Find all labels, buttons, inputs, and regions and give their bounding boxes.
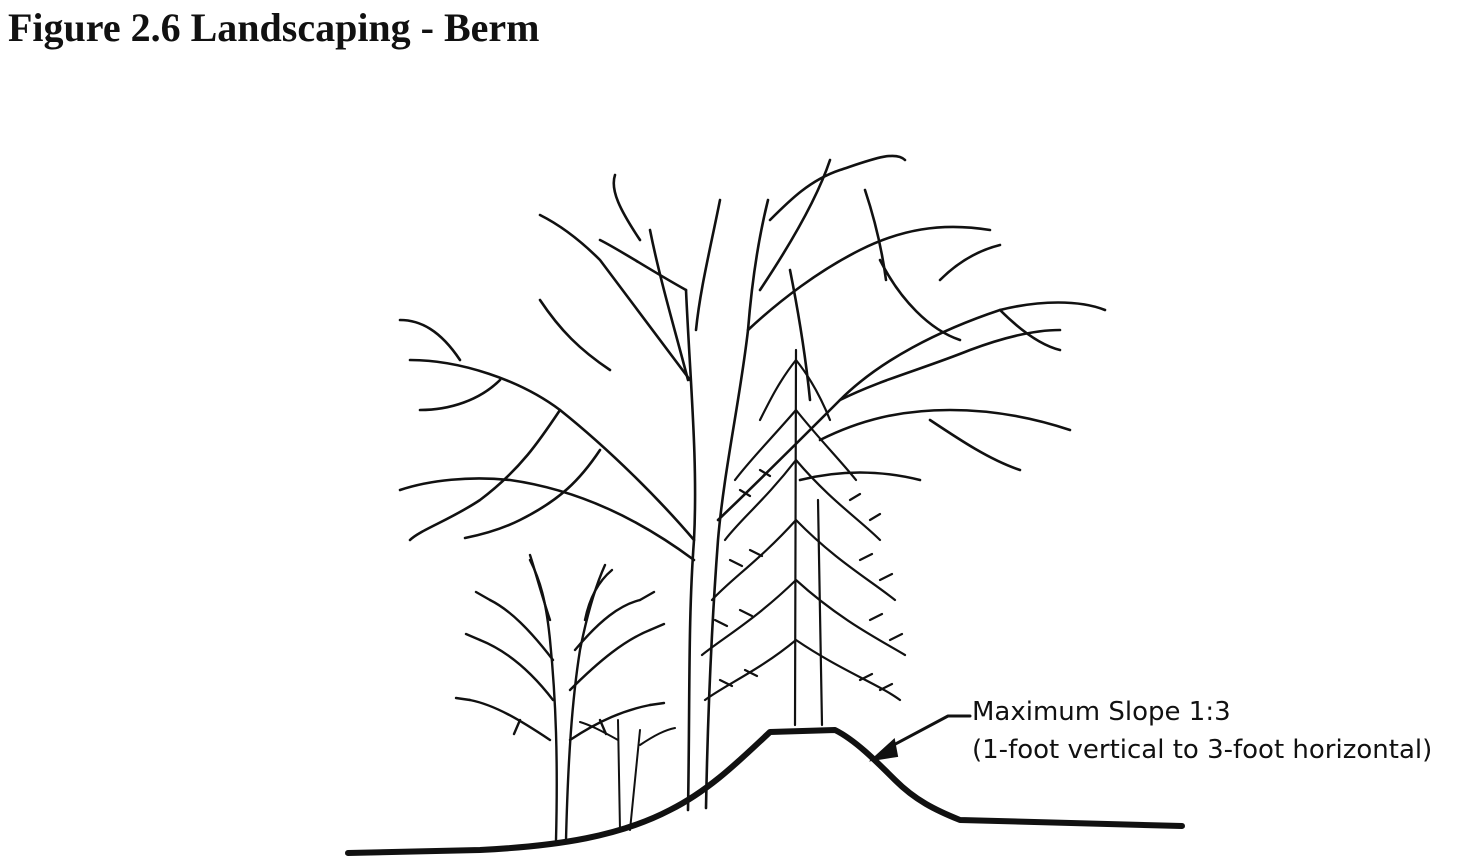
arrow-icon bbox=[868, 738, 899, 762]
callout-line-2: (1-foot vertical to 3-foot horizontal) bbox=[972, 735, 1433, 765]
figure-title: Figure 2.6 Landscaping - Berm bbox=[8, 5, 540, 50]
evergreen-tree bbox=[700, 348, 907, 727]
callout-pointer bbox=[868, 714, 972, 762]
berm-profile bbox=[345, 727, 1185, 856]
large-deciduous-tree bbox=[398, 154, 1107, 812]
slope-callout: Maximum Slope 1:3 (1-foot vertical to 3-… bbox=[972, 693, 1432, 769]
sapling bbox=[579, 719, 676, 831]
small-deciduous-tree bbox=[454, 553, 666, 842]
callout-line-1: Maximum Slope 1:3 bbox=[972, 697, 1231, 727]
